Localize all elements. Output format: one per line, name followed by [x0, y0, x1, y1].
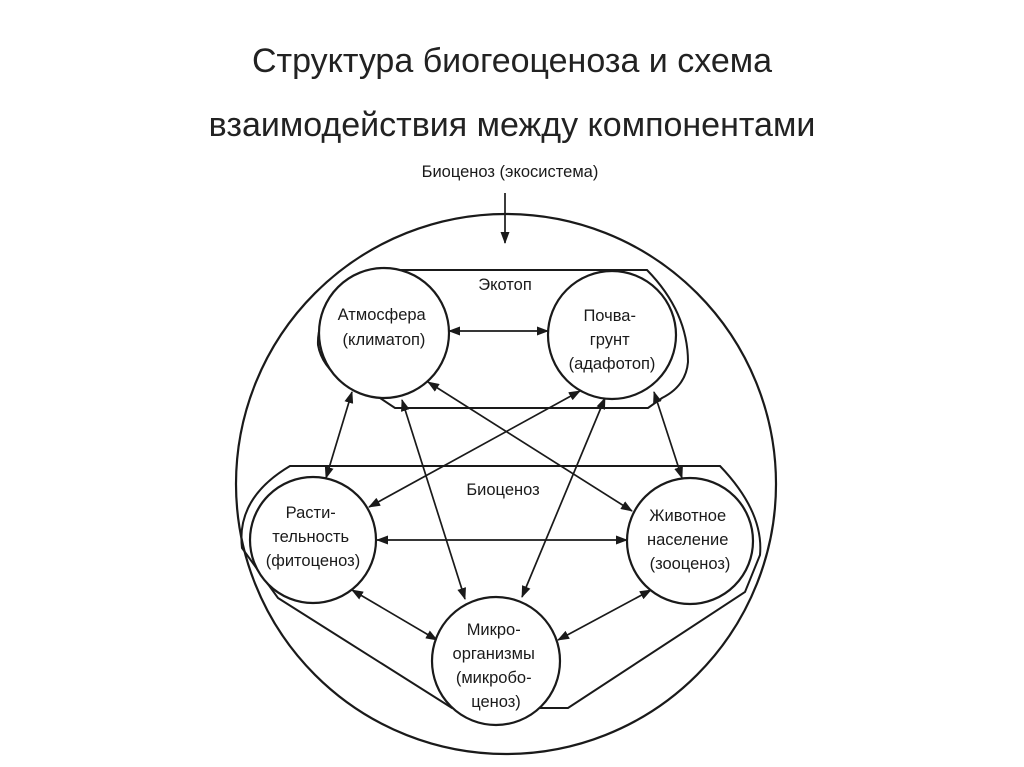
- node-atmosphere: Атмосфера (климатоп): [317, 266, 451, 400]
- node-microbes: Микро- организмы (микробо- ценоз): [430, 595, 562, 727]
- plants-circle: [248, 475, 378, 605]
- arrow-plants-microbes: [351, 589, 438, 641]
- animals-circle: [625, 476, 755, 606]
- microbes-label: Микро- организмы (микробо- ценоз): [453, 621, 540, 711]
- arrow-atmosphere-plants: [324, 391, 354, 479]
- biocenosis-label: Биоценоз: [466, 481, 539, 499]
- plants-label: Расти- тельность (фитоценоз): [266, 504, 360, 570]
- node-soil: Почва- грунт (адафотоп): [546, 269, 678, 401]
- page-title-line-2: взаимодействия между компонентами: [208, 106, 816, 144]
- biocenosis-region: [240, 465, 762, 709]
- node-plants: Расти- тельность (фитоценоз): [248, 475, 378, 605]
- arrow-soil-microbes: [521, 397, 606, 598]
- arrow-atmosphere-microbes: [401, 399, 466, 600]
- animals-label: Животное население (зооценоз): [647, 507, 733, 573]
- page-title-line-1: Структура биогеоценоза и схема: [251, 42, 773, 80]
- arrow-animals-microbes: [557, 589, 652, 641]
- soil-circle: [546, 269, 678, 401]
- ecotop-label: Экотоп: [478, 276, 532, 294]
- microbes-circle: [430, 595, 562, 727]
- soil-label: Почва- грунт (адафотоп): [569, 307, 656, 373]
- interaction-arrows: [324, 326, 683, 641]
- node-animals: Животное население (зооценоз): [625, 476, 755, 606]
- atmosphere-circle: [317, 266, 451, 400]
- atmosphere-label: Атмосфера (климатоп): [338, 306, 431, 349]
- arrow-soil-animals: [653, 391, 683, 479]
- ecosystem-label: Биоценоз (экосистема): [422, 163, 599, 181]
- ecosystem-outer-circle: [234, 212, 778, 756]
